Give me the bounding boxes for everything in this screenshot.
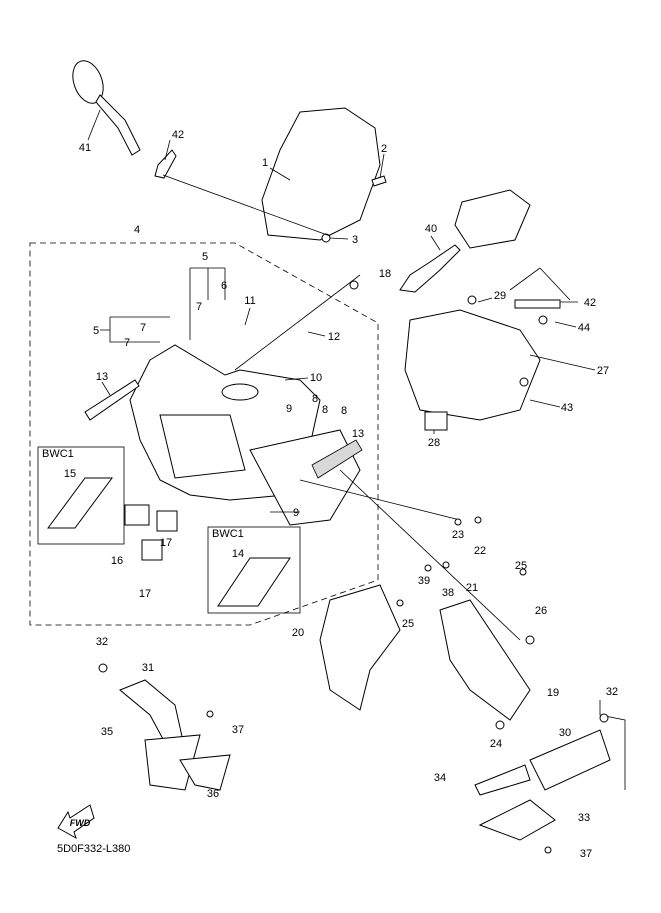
callout: 7 bbox=[196, 301, 202, 313]
callout: 38 bbox=[442, 587, 454, 599]
callout: 16 bbox=[111, 555, 123, 567]
callout: 7 bbox=[124, 337, 130, 349]
callouts: 41 42 1 2 3 4 5 6 7 11 5 7 7 18 12 40 29… bbox=[42, 129, 618, 860]
leader-lines bbox=[87, 109, 626, 790]
callout: 39 bbox=[418, 575, 430, 587]
callout: 37 bbox=[580, 848, 592, 860]
mirror-mount-42 bbox=[154, 149, 177, 179]
callout: 13 bbox=[352, 428, 364, 440]
diagram-code: 5D0F332-L380 bbox=[57, 843, 130, 855]
callout: 20 bbox=[292, 627, 304, 639]
callout: 44 bbox=[578, 322, 590, 334]
callout: 23 bbox=[452, 529, 464, 541]
callout: 27 bbox=[597, 365, 609, 377]
callout: 8 bbox=[312, 393, 318, 405]
cover-33 bbox=[478, 799, 556, 841]
mirror-right bbox=[399, 189, 531, 293]
callout: 30 bbox=[559, 727, 571, 739]
callout: 15 bbox=[64, 468, 76, 480]
callout: 24 bbox=[490, 738, 502, 750]
callout: 14 bbox=[232, 548, 244, 560]
callout: 28 bbox=[428, 437, 440, 449]
front-cowling bbox=[129, 344, 363, 526]
callout: 21 bbox=[466, 582, 478, 594]
callout: 26 bbox=[535, 605, 547, 617]
callout: 1 bbox=[262, 157, 268, 169]
callout: 9 bbox=[286, 403, 292, 415]
callout: 18 bbox=[379, 268, 391, 280]
callout: 40 bbox=[425, 223, 437, 235]
kit-box-bwc1-left bbox=[37, 446, 125, 545]
callout: 8 bbox=[341, 405, 347, 417]
callout: 25 bbox=[402, 618, 414, 630]
stay-bracket-27 bbox=[404, 309, 541, 421]
bracket-30 bbox=[529, 729, 611, 791]
decal-15 bbox=[47, 477, 113, 529]
callout: 12 bbox=[328, 331, 340, 343]
decal-13-left bbox=[84, 379, 140, 421]
callout: 4 bbox=[134, 224, 140, 236]
callout: 42 bbox=[584, 297, 596, 309]
kit-label: BWC1 bbox=[42, 448, 74, 460]
callout: 11 bbox=[244, 295, 255, 307]
inner-panel-19 bbox=[439, 599, 531, 721]
kit-box-bwc1-right bbox=[207, 526, 301, 614]
callout: 9 bbox=[293, 507, 299, 519]
callout: 32 bbox=[606, 686, 618, 698]
callout: 17 bbox=[139, 588, 151, 600]
callout: 35 bbox=[101, 726, 113, 738]
inner-panel-20 bbox=[319, 584, 401, 711]
kit-label: BWC1 bbox=[212, 528, 244, 540]
callout: 19 bbox=[547, 687, 559, 699]
pad-28 bbox=[424, 411, 448, 431]
hardware bbox=[98, 280, 609, 854]
light-17b bbox=[141, 539, 163, 561]
callout: 34 bbox=[434, 772, 446, 784]
callout: 22 bbox=[474, 545, 486, 557]
callout: 29 bbox=[494, 290, 506, 302]
callout: 8 bbox=[322, 404, 328, 416]
callout: 17 bbox=[160, 537, 172, 549]
callout: 43 bbox=[561, 402, 573, 414]
callout: 33 bbox=[578, 812, 590, 824]
callout: 37 bbox=[232, 724, 244, 736]
callout: 42 bbox=[172, 129, 184, 141]
callout: 25 bbox=[515, 560, 527, 572]
callout: 31 bbox=[142, 662, 154, 674]
windshield bbox=[261, 107, 381, 241]
light-16 bbox=[124, 504, 150, 526]
callout: 7 bbox=[140, 322, 146, 334]
light-17a bbox=[156, 510, 178, 532]
fwd-arrow-icon: FWD bbox=[57, 804, 95, 840]
callout: 36 bbox=[207, 788, 219, 800]
callout: 5 bbox=[93, 325, 99, 337]
callout: 41 bbox=[79, 142, 91, 154]
callout: 2 bbox=[381, 143, 387, 155]
callout: 10 bbox=[310, 372, 322, 384]
callout: 3 bbox=[352, 234, 358, 246]
svg-text:FWD: FWD bbox=[70, 818, 91, 828]
panel-36 bbox=[179, 754, 231, 791]
assembly-boundary-4 bbox=[29, 242, 379, 626]
callout: 6 bbox=[221, 280, 227, 292]
callout: 5 bbox=[202, 251, 208, 263]
panel-34 bbox=[474, 764, 531, 796]
callout: 32 bbox=[96, 636, 108, 648]
callout: 13 bbox=[96, 371, 108, 383]
bracket-42-right bbox=[514, 299, 561, 309]
cover-35 bbox=[144, 734, 201, 791]
decal-14 bbox=[217, 557, 291, 607]
mirror-left bbox=[72, 60, 141, 156]
